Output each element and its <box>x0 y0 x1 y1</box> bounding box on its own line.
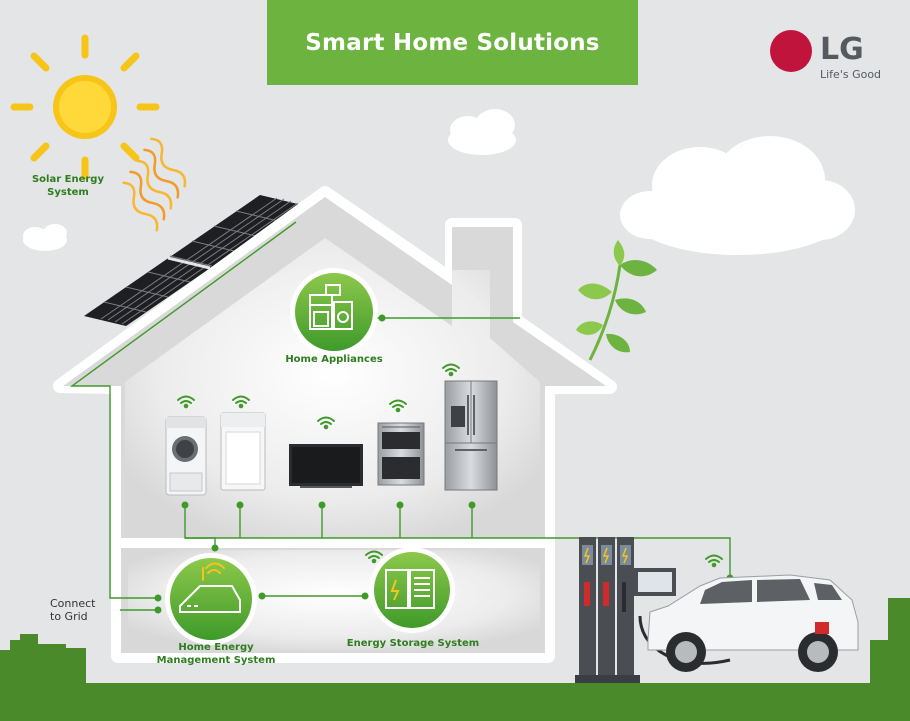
solar-label-line2: System <box>47 187 89 198</box>
brand-name: LG <box>820 32 864 67</box>
lg-logo-icon <box>770 30 812 72</box>
energy-storage-icon <box>369 547 455 633</box>
wire-nodes <box>154 314 734 614</box>
dryer-icon <box>220 412 266 491</box>
fridge-icon <box>444 380 498 491</box>
wiring <box>69 221 731 611</box>
city-skyline <box>0 598 910 690</box>
sun-icon <box>10 34 160 180</box>
home-energy-management-icon <box>165 553 257 645</box>
plant-icon <box>576 240 657 361</box>
charging-station-icon <box>575 537 731 683</box>
washer-icon <box>165 416 207 496</box>
wifi-icons <box>177 363 723 568</box>
solar-label-line1: Solar Energy <box>31 174 104 185</box>
solar-panel <box>84 195 302 326</box>
title-banner: Smart Home Solutions <box>267 0 638 85</box>
solar-label: Solar Energy System <box>20 173 116 199</box>
cloud-center <box>448 109 516 155</box>
floor-divider <box>121 538 545 548</box>
hems-label-line2: Management System <box>156 655 276 666</box>
home-appliances-icon <box>290 268 378 356</box>
connect-grid-label: Connect to Grid <box>40 597 114 623</box>
cloud-small-left <box>23 224 67 251</box>
ground <box>0 683 910 721</box>
house-outline <box>53 186 617 663</box>
car-icon <box>647 574 859 672</box>
storage-label: Energy Storage System <box>346 638 480 649</box>
page-title: Smart Home Solutions <box>305 29 600 56</box>
tv-icon <box>289 444 363 488</box>
connect-grid-line2: to Grid <box>50 610 88 623</box>
cloud-large-right <box>620 136 855 255</box>
hems-label-line1: Home Energy <box>178 642 254 653</box>
oven-icon <box>377 422 425 486</box>
brand-tagline: Life's Good <box>820 68 882 81</box>
appliances-label: Home Appliances <box>285 354 383 365</box>
heat-waves <box>122 137 187 232</box>
hems-label: Home Energy Management System <box>146 641 286 667</box>
connect-grid-line1: Connect <box>50 597 96 610</box>
lg-logo: LG Life's Good <box>770 30 890 90</box>
